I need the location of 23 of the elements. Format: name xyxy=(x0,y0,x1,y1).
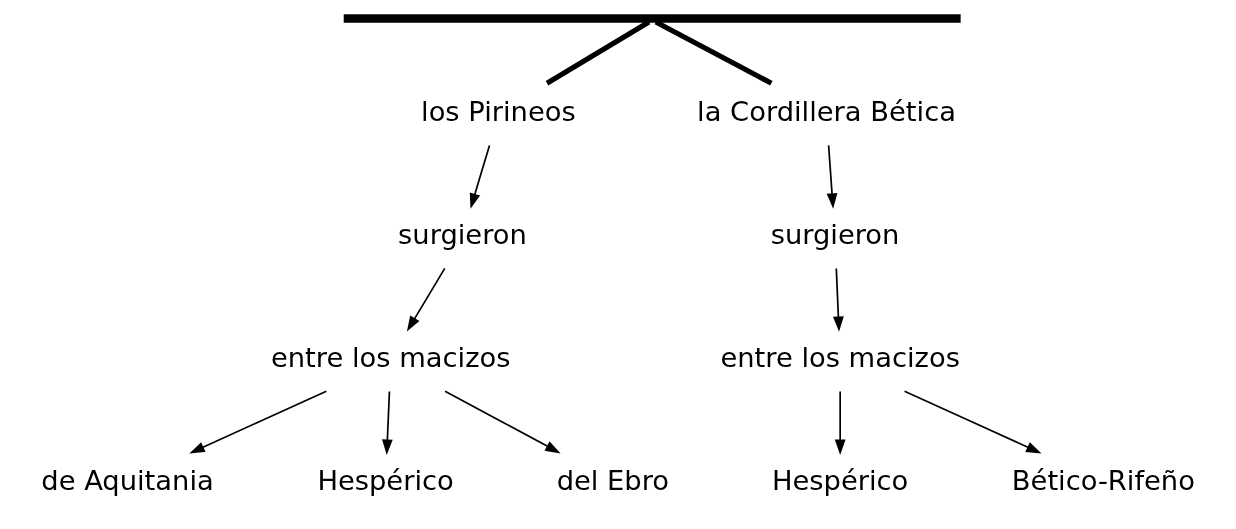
arrow xyxy=(834,390,846,455)
arrow xyxy=(903,390,1042,454)
node-text: de Aquitania xyxy=(41,464,214,496)
arrow xyxy=(444,390,561,454)
node-text: Bético-Rifeño xyxy=(1011,464,1195,496)
node-text: entre los macizos xyxy=(720,341,960,373)
arrow xyxy=(406,267,446,332)
arrow xyxy=(826,144,838,209)
arrow xyxy=(832,267,844,332)
node-text: los Pirineos xyxy=(421,95,576,127)
arrow xyxy=(189,390,328,454)
arrow xyxy=(469,144,491,209)
node-text: Hespérico xyxy=(317,464,454,496)
node-text: Hespérico xyxy=(772,464,909,496)
node-bar xyxy=(343,14,961,23)
node-text: surgieron xyxy=(770,218,900,250)
node-text: del Ebro xyxy=(556,464,670,496)
node-text: entre los macizos xyxy=(270,341,511,373)
arrow xyxy=(382,390,393,455)
connector xyxy=(545,19,651,86)
node-text: la Cordillera Bética xyxy=(697,95,956,127)
connector xyxy=(654,19,773,86)
node-text: surgieron xyxy=(398,218,527,250)
